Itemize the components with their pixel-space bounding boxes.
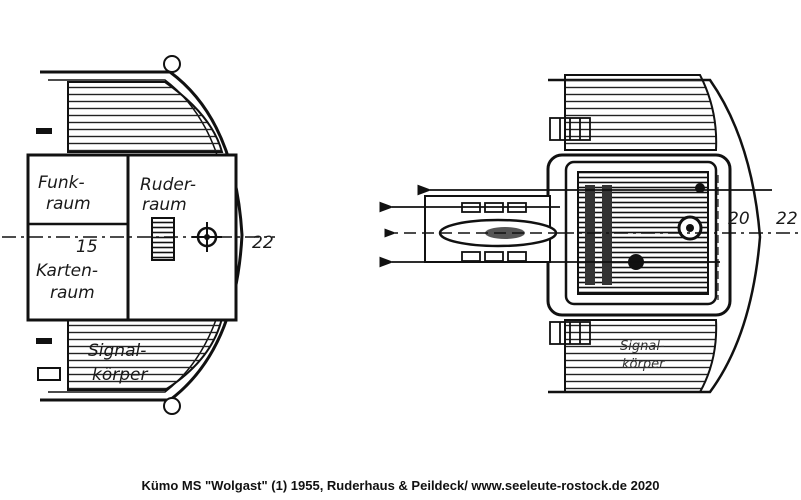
wheelhouse-outline (40, 70, 244, 402)
signal-label-right-2: körper (622, 357, 666, 372)
frame-22-left: 22 (252, 233, 274, 253)
frame-22-right: 22 (776, 209, 798, 229)
bollard-top (163, 55, 181, 73)
lower-wing-planking (67, 317, 224, 391)
number-15: 15 (76, 237, 98, 257)
funkraum-label-2: raum (46, 194, 91, 214)
compass-deck-plan: 20 22 Signal- körper (379, 74, 800, 394)
signal-label-1: Signal- (88, 341, 146, 361)
upper-wing-planking-right (564, 74, 718, 151)
frame-20: 20 (728, 209, 750, 229)
lower-wing-planking-right (564, 319, 718, 393)
upper-wing-planking (67, 81, 224, 153)
kartenraum-label-1: Karten- (36, 261, 98, 281)
funkraum-label-1: Funk- (38, 173, 85, 193)
kartenraum-label-2: raum (50, 283, 95, 303)
signal-label-right-1: Signal- (620, 339, 665, 354)
ruderraum-label-2: raum (142, 195, 187, 215)
wheelhouse-plan: Funk- raum Ruder- raum 15 Karten- raum 2… (2, 55, 275, 415)
ruderraum-label-1: Ruder- (140, 175, 196, 195)
image-caption: Kümo MS "Wolgast" (1) 1955, Ruderhaus & … (141, 478, 660, 493)
compass-deck-outline (548, 78, 762, 394)
helm-grating (151, 217, 175, 261)
signal-label-2: körper (92, 365, 148, 385)
bollard-bottom (163, 397, 181, 415)
